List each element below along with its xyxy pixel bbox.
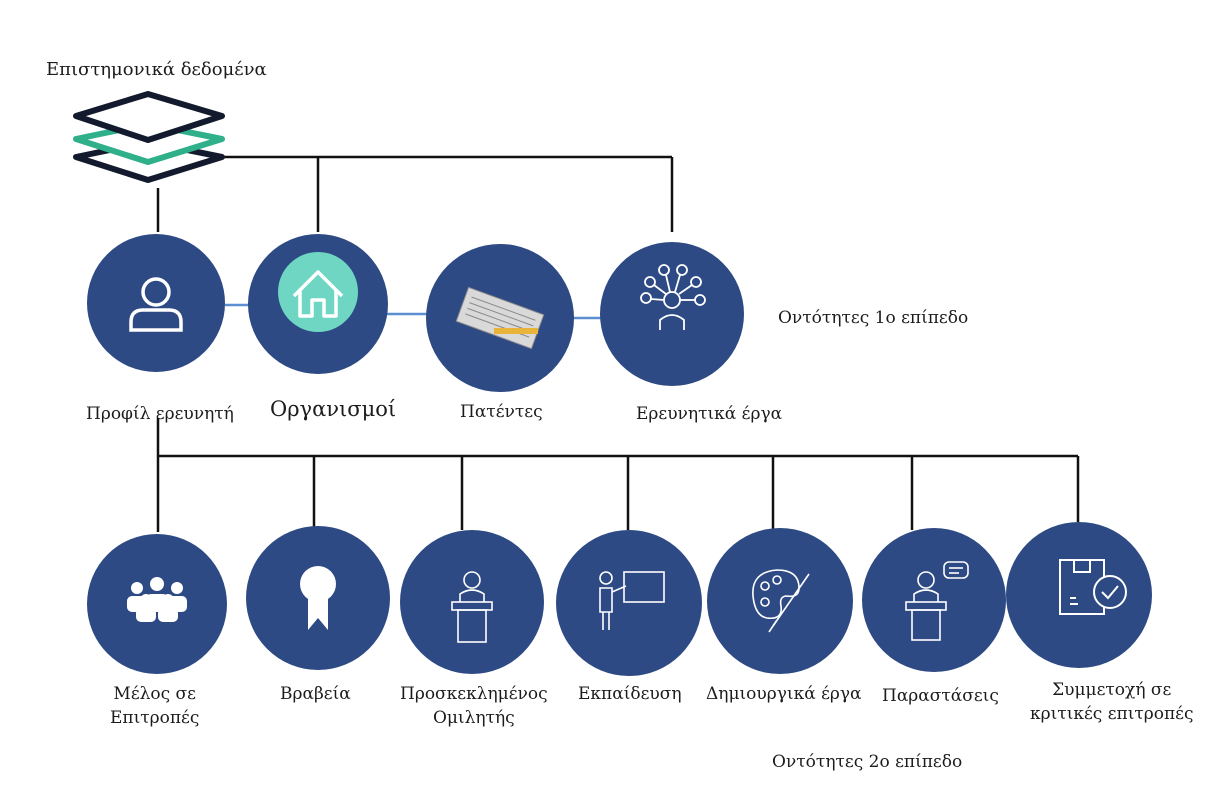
data-stack-icon (73, 91, 225, 183)
label-research-projects: Ερευνητικά έργα (636, 404, 783, 424)
group-icon (127, 577, 187, 622)
box-check-icon (1059, 559, 1127, 615)
label-critical-committees: Συμμετοχή σε κριτικές επιτροπές (1030, 680, 1194, 724)
level2-caption: Οντότητες 2ο επίπεδο (772, 752, 963, 772)
node-patents[interactable] (426, 244, 574, 392)
label-awards: Βραβεία (280, 684, 351, 704)
level1-caption: Οντότητες 1ο επίπεδο (778, 308, 969, 328)
award-ribbon-icon (300, 566, 336, 630)
teacher-board-icon (599, 571, 665, 630)
label-invited-speaker: Προσκεκλημένος Ομιλητής (400, 684, 548, 728)
label-performances: Παραστάσεις (882, 686, 999, 706)
label-education: Εκπαίδευση (578, 684, 682, 704)
label-creative-works: Δημιουργικά έργα (706, 684, 862, 704)
speaker-podium-icon (451, 571, 493, 643)
node-creative-works[interactable] (707, 528, 853, 674)
label-committee-member: Μέλος σε Επιτροπές (110, 684, 200, 728)
user-icon (129, 277, 183, 332)
research-network-icon (640, 264, 706, 330)
house-icon (278, 252, 358, 332)
label-profile: Προφίλ ερευνητή (86, 404, 234, 424)
node-invited-speaker[interactable] (400, 530, 544, 674)
node-profile[interactable] (87, 234, 225, 372)
node-committee-member[interactable] (87, 534, 227, 674)
node-organizations[interactable] (248, 234, 388, 374)
label-organizations: Οργανισμοί (270, 397, 397, 421)
node-critical-committees[interactable] (1006, 522, 1152, 668)
palette-brush-icon (752, 569, 810, 633)
speech-podium-icon (905, 561, 969, 641)
node-research-projects[interactable] (600, 242, 744, 386)
diagram-title: Επιστημονικά δεδομένα (46, 59, 267, 80)
node-education[interactable] (556, 530, 702, 676)
document-pen-icon (455, 286, 545, 350)
label-patents: Πατέντες (460, 402, 543, 422)
node-awards[interactable] (246, 526, 390, 670)
node-performances[interactable] (862, 528, 1006, 672)
